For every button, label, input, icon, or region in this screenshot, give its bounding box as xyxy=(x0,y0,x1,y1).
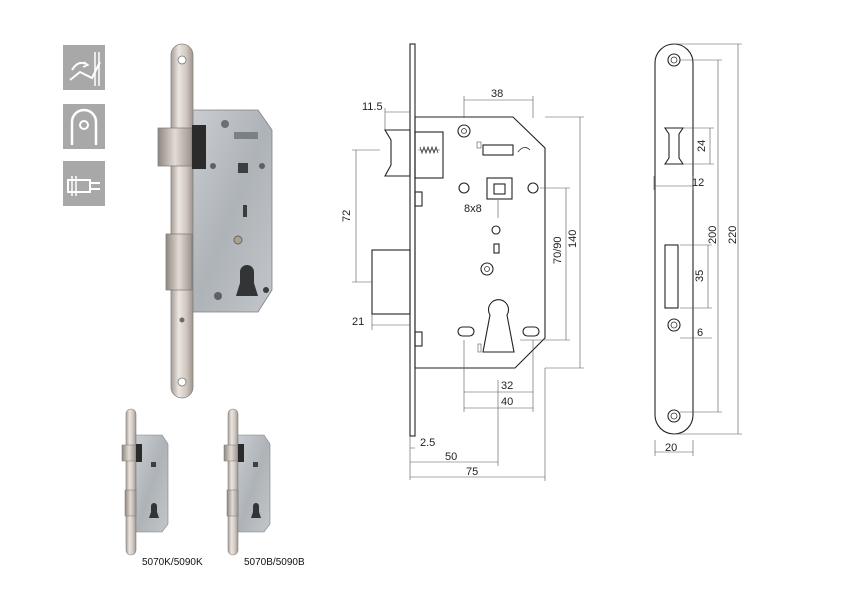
front-view-drawing xyxy=(352,43,584,481)
lock-photo-variant-b xyxy=(223,408,271,556)
dim-2-5: 2.5 xyxy=(420,437,435,449)
screw-fixing-icon xyxy=(63,161,105,206)
lock-photo-variant-k xyxy=(121,408,169,556)
dim-35: 35 xyxy=(694,270,706,282)
dim-6: 6 xyxy=(697,327,703,339)
dim-8x8: 8x8 xyxy=(464,203,482,215)
dim-12: 12 xyxy=(692,177,704,189)
door-handing-icon xyxy=(63,45,105,90)
dim-200: 200 xyxy=(707,226,719,244)
lock-photo-main xyxy=(157,43,273,399)
dim-40: 40 xyxy=(501,396,513,408)
dim-75: 75 xyxy=(466,466,478,478)
dim-140: 140 xyxy=(567,230,579,248)
round-faceplate-icon xyxy=(63,104,105,149)
dim-24: 24 xyxy=(696,140,708,152)
caption-5070k-5090k: 5070K/5090K xyxy=(142,557,203,568)
dim-32: 32 xyxy=(501,380,513,392)
dim-220: 220 xyxy=(727,226,739,244)
dim-21: 21 xyxy=(352,316,364,328)
caption-5070b-5090b: 5070B/5090B xyxy=(244,557,305,568)
dim-70-90: 70/90 xyxy=(552,236,564,264)
dim-38: 38 xyxy=(491,88,503,100)
strike-plate-drawing xyxy=(653,43,742,456)
dim-11-5: 11.5 xyxy=(362,101,383,113)
dim-20: 20 xyxy=(665,442,677,454)
dim-50: 50 xyxy=(445,451,457,463)
dim-72: 72 xyxy=(341,210,353,222)
